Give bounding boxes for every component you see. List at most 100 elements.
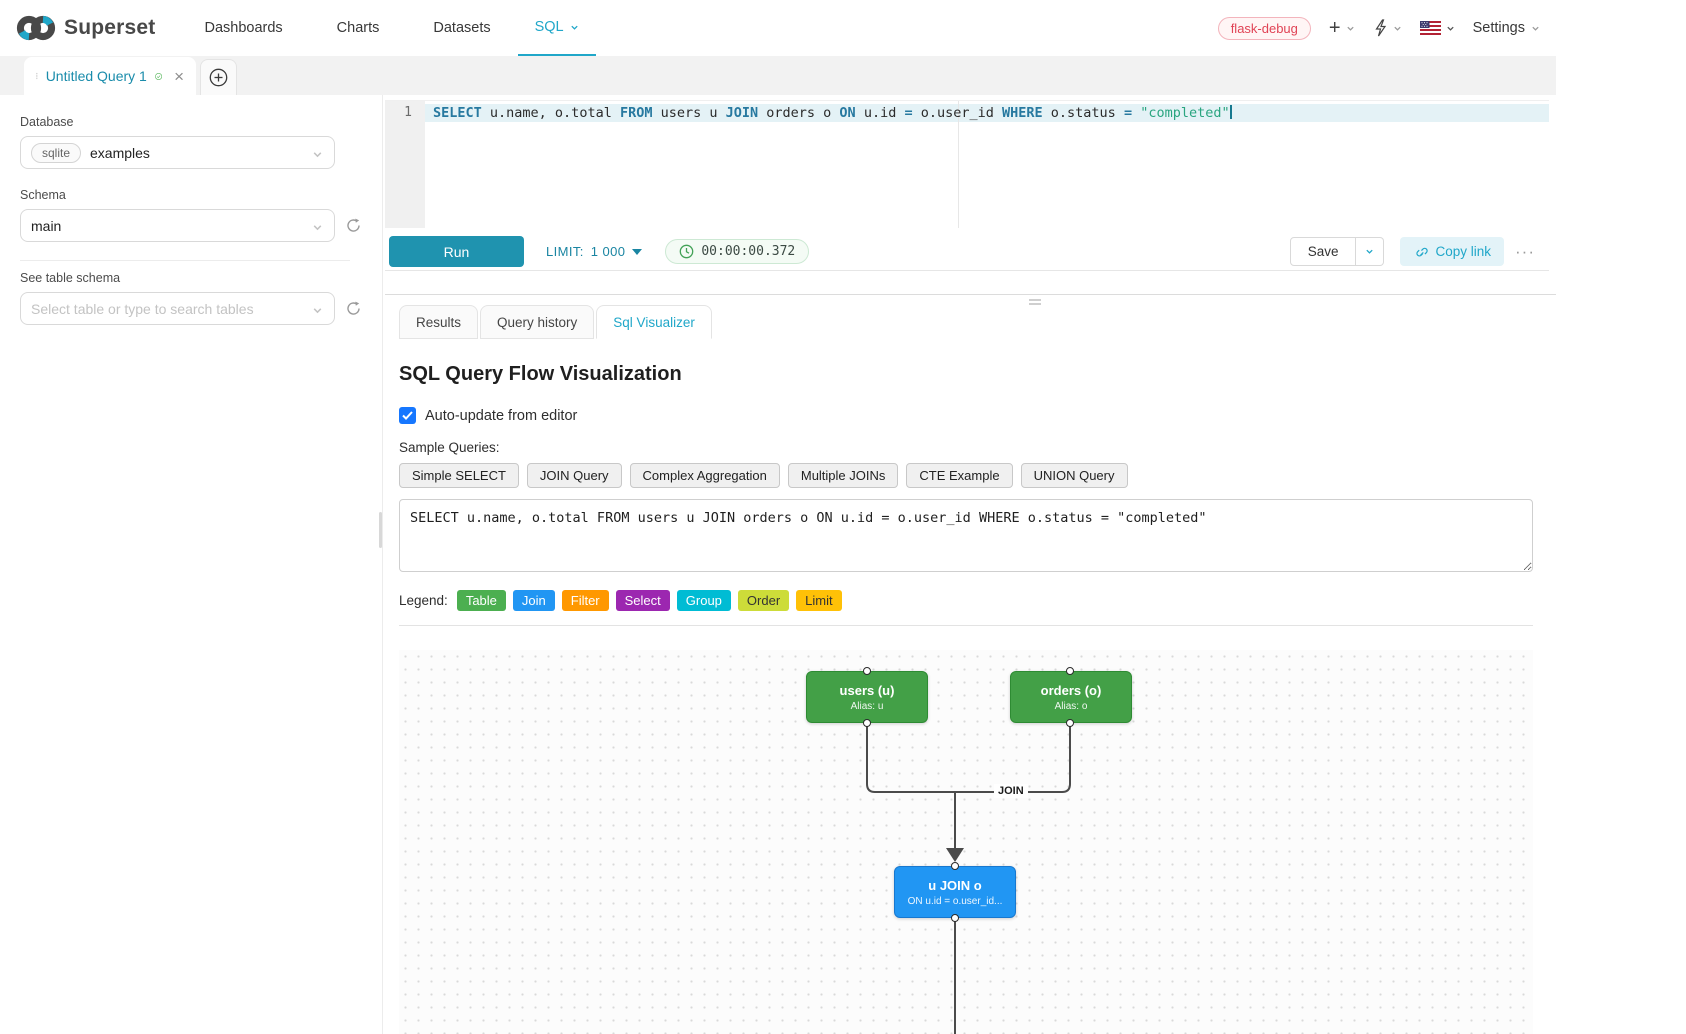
sample-query-button-join-query[interactable]: JOIN Query (526, 463, 622, 488)
caret-down-icon (632, 248, 643, 255)
chevron-down-icon (313, 152, 322, 158)
nav-item-sql-label: SQL (534, 19, 564, 35)
clock-icon (679, 244, 694, 259)
auto-update-label: Auto-update from editor (425, 407, 578, 424)
limit-dropdown[interactable]: LIMIT: 1 000 (546, 244, 643, 259)
schema-select-value: main (31, 217, 62, 234)
sample-query-button-union-query[interactable]: UNION Query (1020, 463, 1128, 488)
panel-divider (382, 95, 383, 1034)
environment-badge: flask-debug (1217, 16, 1311, 40)
schema-label: Schema (20, 188, 66, 202)
new-item-menu[interactable]: + (1329, 18, 1355, 38)
query-text-input[interactable]: SELECT u.name, o.total FROM users u JOIN… (399, 499, 1533, 572)
chevron-down-icon (313, 308, 322, 314)
content-divider (399, 625, 1533, 626)
sql-editor[interactable]: 1 SELECT u.name, o.total FROM users u JO… (385, 100, 1549, 228)
chevron-down-icon (1346, 26, 1354, 31)
port-join-bottom[interactable] (951, 914, 959, 922)
nav-item-charts[interactable]: Charts (336, 20, 380, 36)
sample-query-button-multiple-joins[interactable]: Multiple JOINs (787, 463, 899, 488)
editor-print-margin (958, 101, 959, 228)
sample-queries-label: Sample Queries: (399, 440, 500, 455)
refresh-schemas-button[interactable] (345, 217, 362, 234)
language-picker[interactable] (1419, 21, 1455, 35)
sql-visualizer-panel: SQL Query Flow Visualization Auto-update… (399, 339, 1533, 1034)
flow-node-join[interactable]: u JOIN o ON u.id = o.user_id... (894, 866, 1016, 918)
navbar: Superset Dashboards Charts Datasets SQL … (0, 0, 1556, 57)
tab-results[interactable]: Results (399, 305, 479, 339)
legend-badge-limit: Limit (796, 590, 842, 611)
sample-query-button-simple-select[interactable]: Simple SELECT (399, 463, 519, 488)
chevron-down-icon (313, 225, 322, 231)
navbar-right: flask-debug + (1217, 0, 1540, 56)
refresh-tables-button[interactable] (345, 300, 362, 317)
tab-query-history[interactable]: Query history (480, 305, 595, 339)
table-schema-label: See table schema (20, 271, 121, 285)
refresh-icon (347, 218, 360, 232)
legend-label: Legend: (399, 593, 448, 608)
more-options-button[interactable]: ··· (1515, 241, 1535, 261)
flow-canvas[interactable]: JOIN users (u) Alias: u orders (o) Alias… (399, 650, 1533, 1034)
port-join-top[interactable] (951, 862, 959, 870)
edge-label-join: JOIN (994, 784, 1028, 798)
schema-select[interactable]: main (20, 209, 335, 242)
port-users-bottom[interactable] (863, 719, 871, 727)
line-number: 1 (404, 105, 412, 120)
auto-update-checkbox-row[interactable]: Auto-update from editor (399, 407, 1533, 424)
plus-icon: + (1328, 17, 1341, 39)
brand-name: Superset (64, 16, 156, 39)
flow-node-orders[interactable]: orders (o) Alias: o (1010, 671, 1132, 723)
lightning-icon (1374, 19, 1386, 37)
link-icon (1416, 247, 1429, 257)
sqllab-main: 1 SELECT u.name, o.total FROM users u JO… (385, 95, 1556, 1034)
flow-node-users[interactable]: users (u) Alias: u (806, 671, 928, 723)
tab-sql-visualizer[interactable]: Sql Visualizer (596, 305, 712, 339)
new-query-tab-button[interactable] (200, 59, 237, 95)
limit-label: LIMIT: (546, 244, 584, 259)
node-title: orders (o) (1040, 682, 1102, 698)
refresh-icon (347, 301, 360, 315)
nav-item-sql[interactable]: SQL (517, 0, 596, 56)
superset-app: Superset Dashboards Charts Datasets SQL … (0, 0, 1556, 1034)
legend-badge-order: Order (737, 590, 790, 611)
settings-menu[interactable]: Settings (1473, 20, 1540, 36)
sample-query-button-complex-aggregation[interactable]: Complex Aggregation (629, 463, 780, 488)
query-tab-untitled-query-1[interactable]: Untitled Query 1 × (24, 57, 196, 95)
sqllab-sidebar: Database sqlite examples Schema main (0, 95, 370, 1034)
check-circle-icon (154, 72, 162, 80)
nav-item-datasets[interactable]: Datasets (433, 20, 491, 36)
node-title: u JOIN o (928, 877, 982, 893)
node-subtitle: Alias: u (850, 700, 884, 712)
sidebar-divider (20, 260, 350, 261)
sample-query-button-cte-example[interactable]: CTE Example (906, 463, 1013, 488)
toolbar-right: Save Copy link ··· (1289, 237, 1535, 266)
port-orders-top[interactable] (1066, 667, 1074, 675)
superset-logo[interactable]: Superset (16, 0, 155, 56)
copy-link-button[interactable]: Copy link (1400, 237, 1505, 266)
result-tabs: Results Query history Sql Visualizer (399, 305, 712, 339)
port-users-top[interactable] (863, 667, 871, 675)
chevron-down-icon (1393, 26, 1401, 31)
editor-cursor (1229, 105, 1232, 119)
auto-update-checkbox[interactable] (399, 407, 416, 424)
chevron-down-icon (1366, 249, 1374, 254)
save-button[interactable]: Save (1289, 237, 1357, 266)
page-title: SQL Query Flow Visualization (399, 363, 682, 385)
run-button[interactable]: Run (389, 236, 524, 267)
query-search-menu[interactable] (1373, 19, 1402, 37)
database-select[interactable]: sqlite examples (20, 136, 335, 169)
south-pane-resize-handle[interactable] (1029, 299, 1041, 307)
save-options-button[interactable] (1356, 237, 1385, 266)
superset-logo-icon (16, 15, 56, 41)
port-orders-bottom[interactable] (1066, 719, 1074, 727)
close-icon[interactable]: × (174, 66, 184, 86)
flow-edges (866, 723, 1071, 1034)
table-select[interactable]: Select table or type to search tables (20, 292, 335, 325)
nav-item-dashboards[interactable]: Dashboards (204, 20, 283, 36)
editor-active-line (425, 104, 1549, 122)
panel-resize-handle[interactable] (379, 512, 382, 548)
query-tab-title: Untitled Query 1 (45, 68, 147, 84)
us-flag-icon (1419, 21, 1441, 35)
